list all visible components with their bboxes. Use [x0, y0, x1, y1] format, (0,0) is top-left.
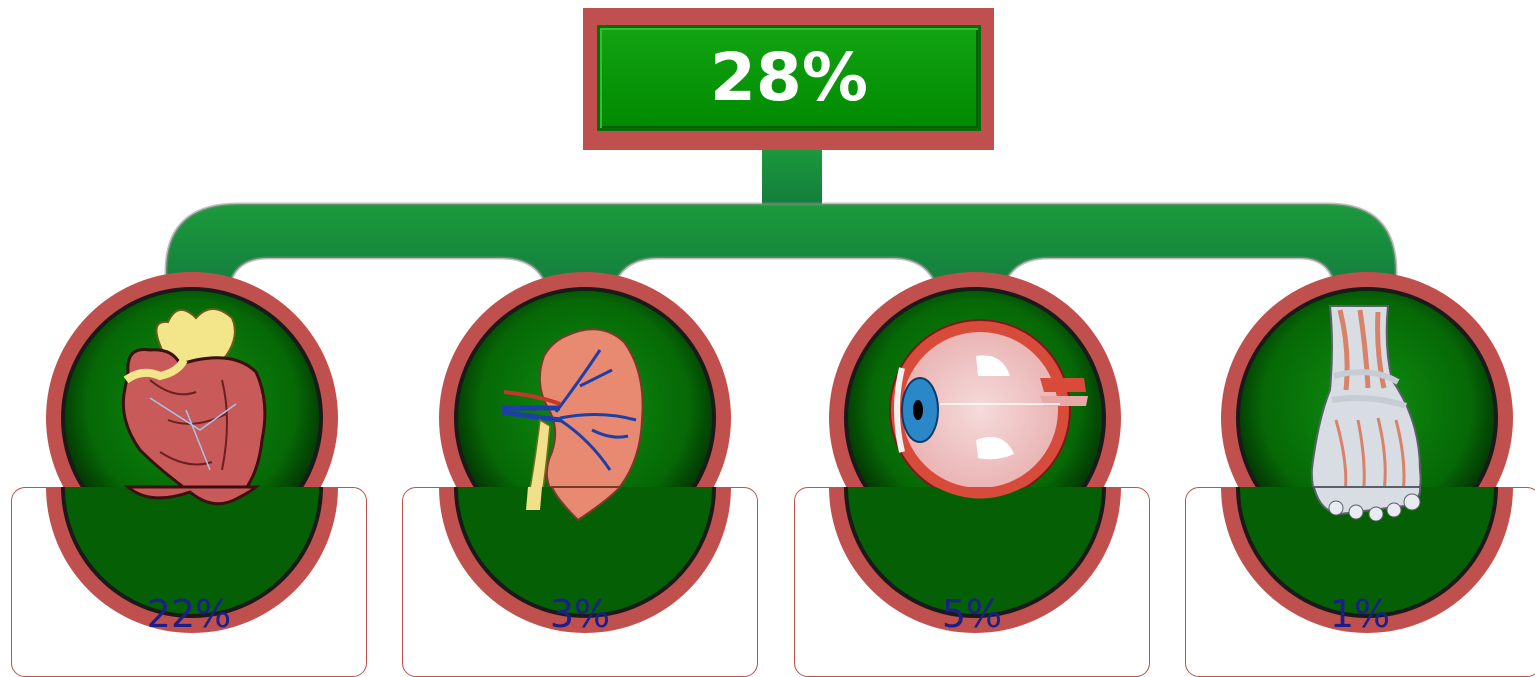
- foot-value: 1%: [1329, 592, 1391, 636]
- label-box-eye: [794, 487, 1150, 677]
- label-box-heart: [11, 487, 367, 677]
- connector-stem: [762, 148, 822, 210]
- label-box-kidney: [402, 487, 758, 677]
- diagram-stage: 28%: [11, 8, 1535, 677]
- header-panel: [597, 25, 981, 131]
- kidney-value: 3%: [549, 592, 611, 636]
- heart-icon: [121, 308, 267, 506]
- kidney-icon: [501, 328, 644, 511]
- eye-value: 5%: [941, 592, 1003, 636]
- connector-bar: [164, 202, 1398, 302]
- heart-value: 22%: [146, 592, 232, 636]
- label-box-foot: [1185, 487, 1535, 677]
- header-value: 28%: [710, 39, 868, 116]
